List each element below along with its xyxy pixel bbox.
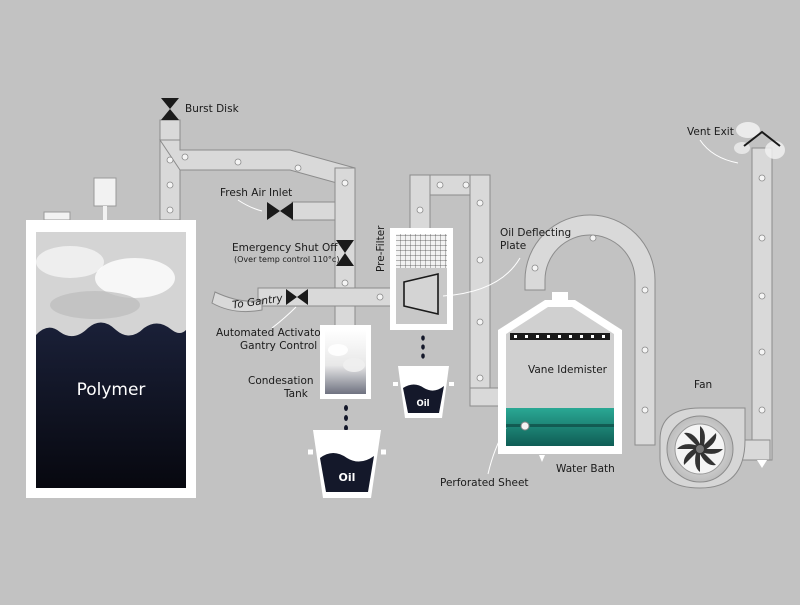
fresh-air-inlet-label: Fresh Air Inlet (220, 187, 292, 199)
top-pipe (159, 139, 356, 189)
oil-deflecting-label-line2: Plate (500, 240, 526, 252)
vane-idemister-tank (498, 292, 622, 462)
tank-vent-stem (103, 206, 107, 220)
rivet (416, 206, 424, 214)
fresh-air-leader (237, 199, 263, 212)
tank-vent (93, 177, 117, 207)
vapor-puff (95, 258, 175, 298)
polymer-label: Polymer (77, 380, 146, 400)
rivet (476, 256, 484, 264)
vent-exit-label: Vent Exit (687, 126, 734, 138)
rivet (341, 279, 349, 287)
rivet (758, 174, 766, 182)
riser-pipe (159, 119, 181, 221)
rivet (758, 406, 766, 414)
vane-slots (514, 335, 605, 338)
fan-icon (677, 426, 723, 472)
oil-bucket-large: Oil (308, 430, 386, 498)
rivet (476, 199, 484, 207)
fresh-air-valve-icon[interactable] (267, 202, 293, 220)
vapor-puff (736, 122, 760, 138)
rivet (166, 156, 174, 164)
vent-exit (734, 122, 785, 159)
drain-icon (539, 455, 545, 462)
oil-deflecting-plate (403, 272, 439, 316)
pre-filter-label: Pre-Filter (375, 225, 387, 272)
activator-leader (271, 306, 297, 329)
pre-filter (390, 228, 453, 330)
oil-deflecting-label-line1: Oil Deflecting (500, 227, 571, 239)
activator-label-line2: Gantry Control (240, 340, 317, 352)
emergency-shut-off-label: Emergency Shut Off (232, 242, 338, 254)
rivet (476, 318, 484, 326)
vane-idemister-label: Vane Idemister (528, 364, 608, 376)
condensation-label-line1: Condesation (248, 375, 314, 387)
vapor-puff (50, 291, 140, 319)
condensation-tank (320, 325, 371, 399)
emergency-shutoff-valve-icon[interactable] (336, 240, 354, 266)
drain-icon (757, 460, 767, 468)
to-gantry-tube (211, 291, 263, 312)
rivet (476, 374, 484, 382)
rivet (376, 293, 384, 301)
rivet (294, 164, 302, 172)
rivet (166, 181, 174, 189)
vent-cap-icon (743, 130, 781, 147)
inlet-nozzle (520, 421, 530, 431)
rivet (166, 206, 174, 214)
oil-bucket-small: Oil (393, 366, 454, 418)
rivet (436, 181, 444, 189)
perforated-sheet (506, 424, 614, 427)
rivet (641, 406, 649, 414)
vapor-puff (36, 246, 104, 278)
polymer-tank: Polymer (26, 177, 196, 498)
gantry-valve-icon[interactable] (286, 289, 308, 305)
oil-deflecting-leader (442, 257, 521, 297)
droplet-icon (344, 405, 348, 441)
rivet (758, 234, 766, 242)
rivet (641, 286, 649, 294)
rivet (341, 179, 349, 187)
rivet (462, 181, 470, 189)
rivet (531, 264, 539, 272)
rivet (589, 234, 597, 242)
arch-pipe (524, 214, 656, 446)
perforated-leader (487, 427, 507, 475)
vapor-puff (765, 141, 785, 159)
water-bath-label: Water Bath (556, 463, 615, 475)
rivet (181, 153, 189, 161)
bucket-oil (403, 384, 444, 413)
prefilter-left-pipe (409, 174, 431, 231)
bucket-oil (320, 453, 374, 492)
prefilter-right-pipe (469, 174, 491, 406)
fresh-air-pipe (291, 201, 336, 221)
fan (659, 407, 767, 489)
vapor-puff (343, 358, 365, 372)
oil-label-large: Oil (339, 471, 356, 484)
rivet (641, 346, 649, 354)
fan-hub (696, 445, 704, 453)
rivet (234, 158, 242, 166)
rivet (758, 348, 766, 356)
emergency-note: (Over temp control 110°c) (234, 255, 339, 264)
vapor-puff (328, 344, 348, 356)
polymer-fill (36, 322, 186, 488)
pipe-network (159, 119, 773, 461)
oil-label-small: Oil (416, 399, 429, 409)
droplet-icon (421, 335, 425, 359)
condensation-label-line2: Tank (283, 388, 309, 400)
burst-disk-label: Burst Disk (185, 103, 240, 115)
perforated-sheet-label: Perforated Sheet (440, 477, 529, 489)
tank-hatch (43, 211, 71, 221)
fan-label: Fan (694, 379, 712, 391)
activator-label-line1: Automated Activator (216, 327, 326, 339)
vent-leader (699, 139, 739, 164)
rivets (166, 153, 766, 414)
mesh-icon (396, 234, 447, 268)
burst-disk-valve-icon[interactable] (161, 98, 179, 120)
rivet (758, 292, 766, 300)
